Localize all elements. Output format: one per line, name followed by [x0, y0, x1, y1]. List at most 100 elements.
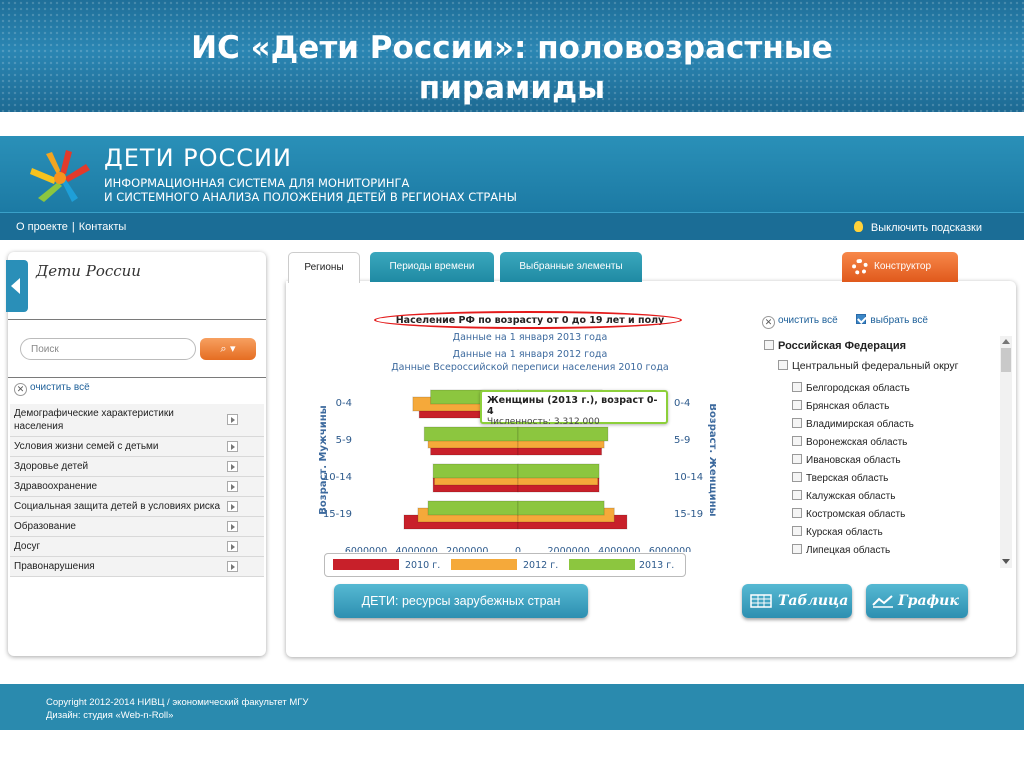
tree-item-root[interactable]: Российская Федерация: [764, 340, 906, 352]
footer-design-credit: Дизайн: студия «Web-n-Roll»: [46, 710, 174, 721]
menu-item-label: Досуг: [14, 541, 41, 552]
table-view-label: Таблица: [778, 593, 849, 609]
menu-item-child-health[interactable]: Здоровье детей: [10, 457, 264, 477]
legend-swatch-2012: [451, 559, 517, 570]
tree-clear-all-button[interactable]: ✕очистить всё: [762, 315, 838, 329]
lightbulb-icon: [853, 221, 863, 232]
age-tick-label-right: 15-19: [674, 509, 703, 520]
checkbox[interactable]: [792, 436, 802, 446]
bar-female-2013 г.[interactable]: [517, 500, 605, 516]
nav-contacts-link[interactable]: Контакты: [78, 221, 127, 233]
tree-item-region[interactable]: Воронежская область: [792, 436, 907, 448]
scrollbar-thumb[interactable]: [1001, 348, 1011, 372]
checkbox[interactable]: [792, 490, 802, 500]
menu-item-offenses[interactable]: Правонарушения: [10, 557, 264, 577]
slide-title: ИС «Дети России»: половозрастные пирамид…: [0, 28, 1024, 108]
tree-item-label: Ивановская область: [806, 455, 901, 466]
graph-view-label: График: [898, 593, 959, 609]
world-map-pattern: [0, 0, 1024, 112]
tree-item-region[interactable]: Ивановская область: [792, 454, 901, 466]
bar-female-2013 г.[interactable]: [517, 463, 600, 479]
expand-arrow-icon: [227, 414, 238, 425]
menu-item-demography[interactable]: Демографические характеристики населения: [10, 404, 264, 437]
scroll-up-icon[interactable]: [1002, 339, 1010, 344]
tree-item-region[interactable]: Калужская область: [792, 490, 895, 502]
tooltip-value: Численность: 3.312.000: [487, 417, 600, 427]
menu-item-label: Правонарушения: [14, 561, 95, 572]
checkbox[interactable]: [792, 526, 802, 536]
tree-scrollbar[interactable]: [1000, 336, 1012, 568]
tree-item-region[interactable]: Владимирская область: [792, 418, 914, 430]
nav-separator: |: [71, 221, 75, 233]
menu-item-label: Образование: [14, 521, 76, 532]
app-subtitle-line2: И СИСТЕМНОГО АНАЛИЗА ПОЛОЖЕНИЯ ДЕТЕЙ В Р…: [104, 190, 517, 204]
top-navbar: О проекте|Контакты Выключить подсказки: [0, 212, 1024, 240]
checkbox[interactable]: [792, 382, 802, 392]
tree-item-region[interactable]: Липецкая область: [792, 544, 890, 556]
collapse-sidebar-button[interactable]: [6, 260, 28, 312]
checkbox[interactable]: [764, 340, 774, 350]
table-view-button[interactable]: Таблица: [742, 584, 852, 618]
tree-item-region[interactable]: Белгородская область: [792, 382, 910, 394]
checkbox[interactable]: [778, 360, 788, 370]
foreign-resources-button[interactable]: ДЕТИ: ресурсы зарубежных стран: [334, 584, 588, 618]
checkbox[interactable]: [792, 508, 802, 518]
nav-about-link[interactable]: О проекте: [16, 221, 68, 233]
tree-item-district[interactable]: Центральный федеральный округ: [778, 360, 958, 372]
search-input[interactable]: Поиск: [20, 338, 196, 360]
menu-item-education[interactable]: Образование: [10, 517, 264, 537]
slide-title-band: ИС «Дети России»: половозрастные пирамид…: [0, 0, 1024, 112]
menu-item-living-conditions[interactable]: Условия жизни семей с детьми: [10, 437, 264, 457]
app-header: ДЕТИ РОССИИ ИНФОРМАЦИОННАЯ СИСТЕМА ДЛЯ М…: [0, 136, 1024, 212]
tab-selected-elements[interactable]: Выбранные элементы: [500, 252, 642, 282]
checkbox[interactable]: [792, 544, 802, 554]
tree-item-region[interactable]: Курская область: [792, 526, 883, 538]
checkbox[interactable]: [792, 418, 802, 428]
expand-arrow-icon: [227, 500, 238, 512]
hints-toggle[interactable]: Выключить подсказки: [853, 221, 982, 234]
app-subtitle-line1: ИНФОРМАЦИОННАЯ СИСТЕМА ДЛЯ МОНИТОРИНГА: [104, 176, 410, 190]
indicator-menu: Демографические характеристики населения…: [10, 404, 264, 577]
constructor-button[interactable]: Конструктор: [842, 252, 958, 282]
tab-regions[interactable]: Регионы: [288, 252, 360, 283]
tree-item-region[interactable]: Тверская область: [792, 472, 888, 484]
age-tick-label-right: 0-4: [674, 398, 690, 409]
tree-item-region[interactable]: Костромская область: [792, 508, 905, 520]
tree-item-label: Российская Федерация: [778, 340, 906, 352]
checkbox[interactable]: [792, 400, 802, 410]
tree-item-label: Воронежская область: [806, 437, 908, 448]
x-tick-label: 0: [515, 546, 521, 552]
menu-item-social-protection[interactable]: Социальная защита детей в условиях риска: [10, 497, 264, 517]
tree-toolbar: ✕очистить всё выбрать всё: [762, 314, 928, 329]
menu-item-label: Социальная защита детей в условиях риска: [14, 501, 221, 512]
bar-male-2013 г.[interactable]: [427, 500, 519, 516]
select-all-label: выбрать всё: [870, 315, 928, 326]
tab-periods[interactable]: Периоды времени: [370, 252, 494, 282]
chart-tooltip: Женщины (2013 г.), возраст 0-4 Численнос…: [480, 390, 668, 427]
search-button[interactable]: ⌕ ▾: [200, 338, 256, 360]
bar-male-2013 г.[interactable]: [432, 463, 519, 479]
expand-arrow-icon: [227, 480, 238, 492]
bar-female-2013 г.[interactable]: [517, 426, 609, 442]
tree-item-region[interactable]: Брянская область: [792, 400, 889, 412]
menu-item-leisure[interactable]: Досуг: [10, 537, 264, 557]
menu-item-label: Здравоохранение: [14, 481, 98, 492]
x-tick-label: 4000000: [598, 546, 640, 552]
tooltip-title: Женщины (2013 г.), возраст 0-4: [487, 395, 658, 417]
hands-logo-icon: [30, 150, 90, 202]
graph-view-button[interactable]: График: [866, 584, 968, 618]
legend-label-2012: 2012 г.: [523, 560, 559, 571]
checkbox[interactable]: [792, 454, 802, 464]
age-tick-label-left: 0-4: [336, 398, 352, 409]
expand-arrow-icon: [227, 560, 238, 572]
chart-legend: 2010 г. 2012 г. 2013 г.: [324, 553, 686, 577]
menu-item-healthcare[interactable]: Здравоохранение: [10, 477, 264, 497]
clear-all-button[interactable]: ✕очистить всё: [14, 382, 90, 396]
bar-male-2013 г.[interactable]: [423, 426, 519, 442]
scroll-down-icon[interactable]: [1002, 559, 1010, 564]
tree-item-label: Курская область: [806, 527, 883, 538]
tree-item-label: Костромская область: [806, 509, 906, 520]
checkbox[interactable]: [792, 472, 802, 482]
tree-item-label: Брянская область: [806, 401, 890, 412]
select-all-button[interactable]: выбрать всё: [856, 314, 928, 326]
